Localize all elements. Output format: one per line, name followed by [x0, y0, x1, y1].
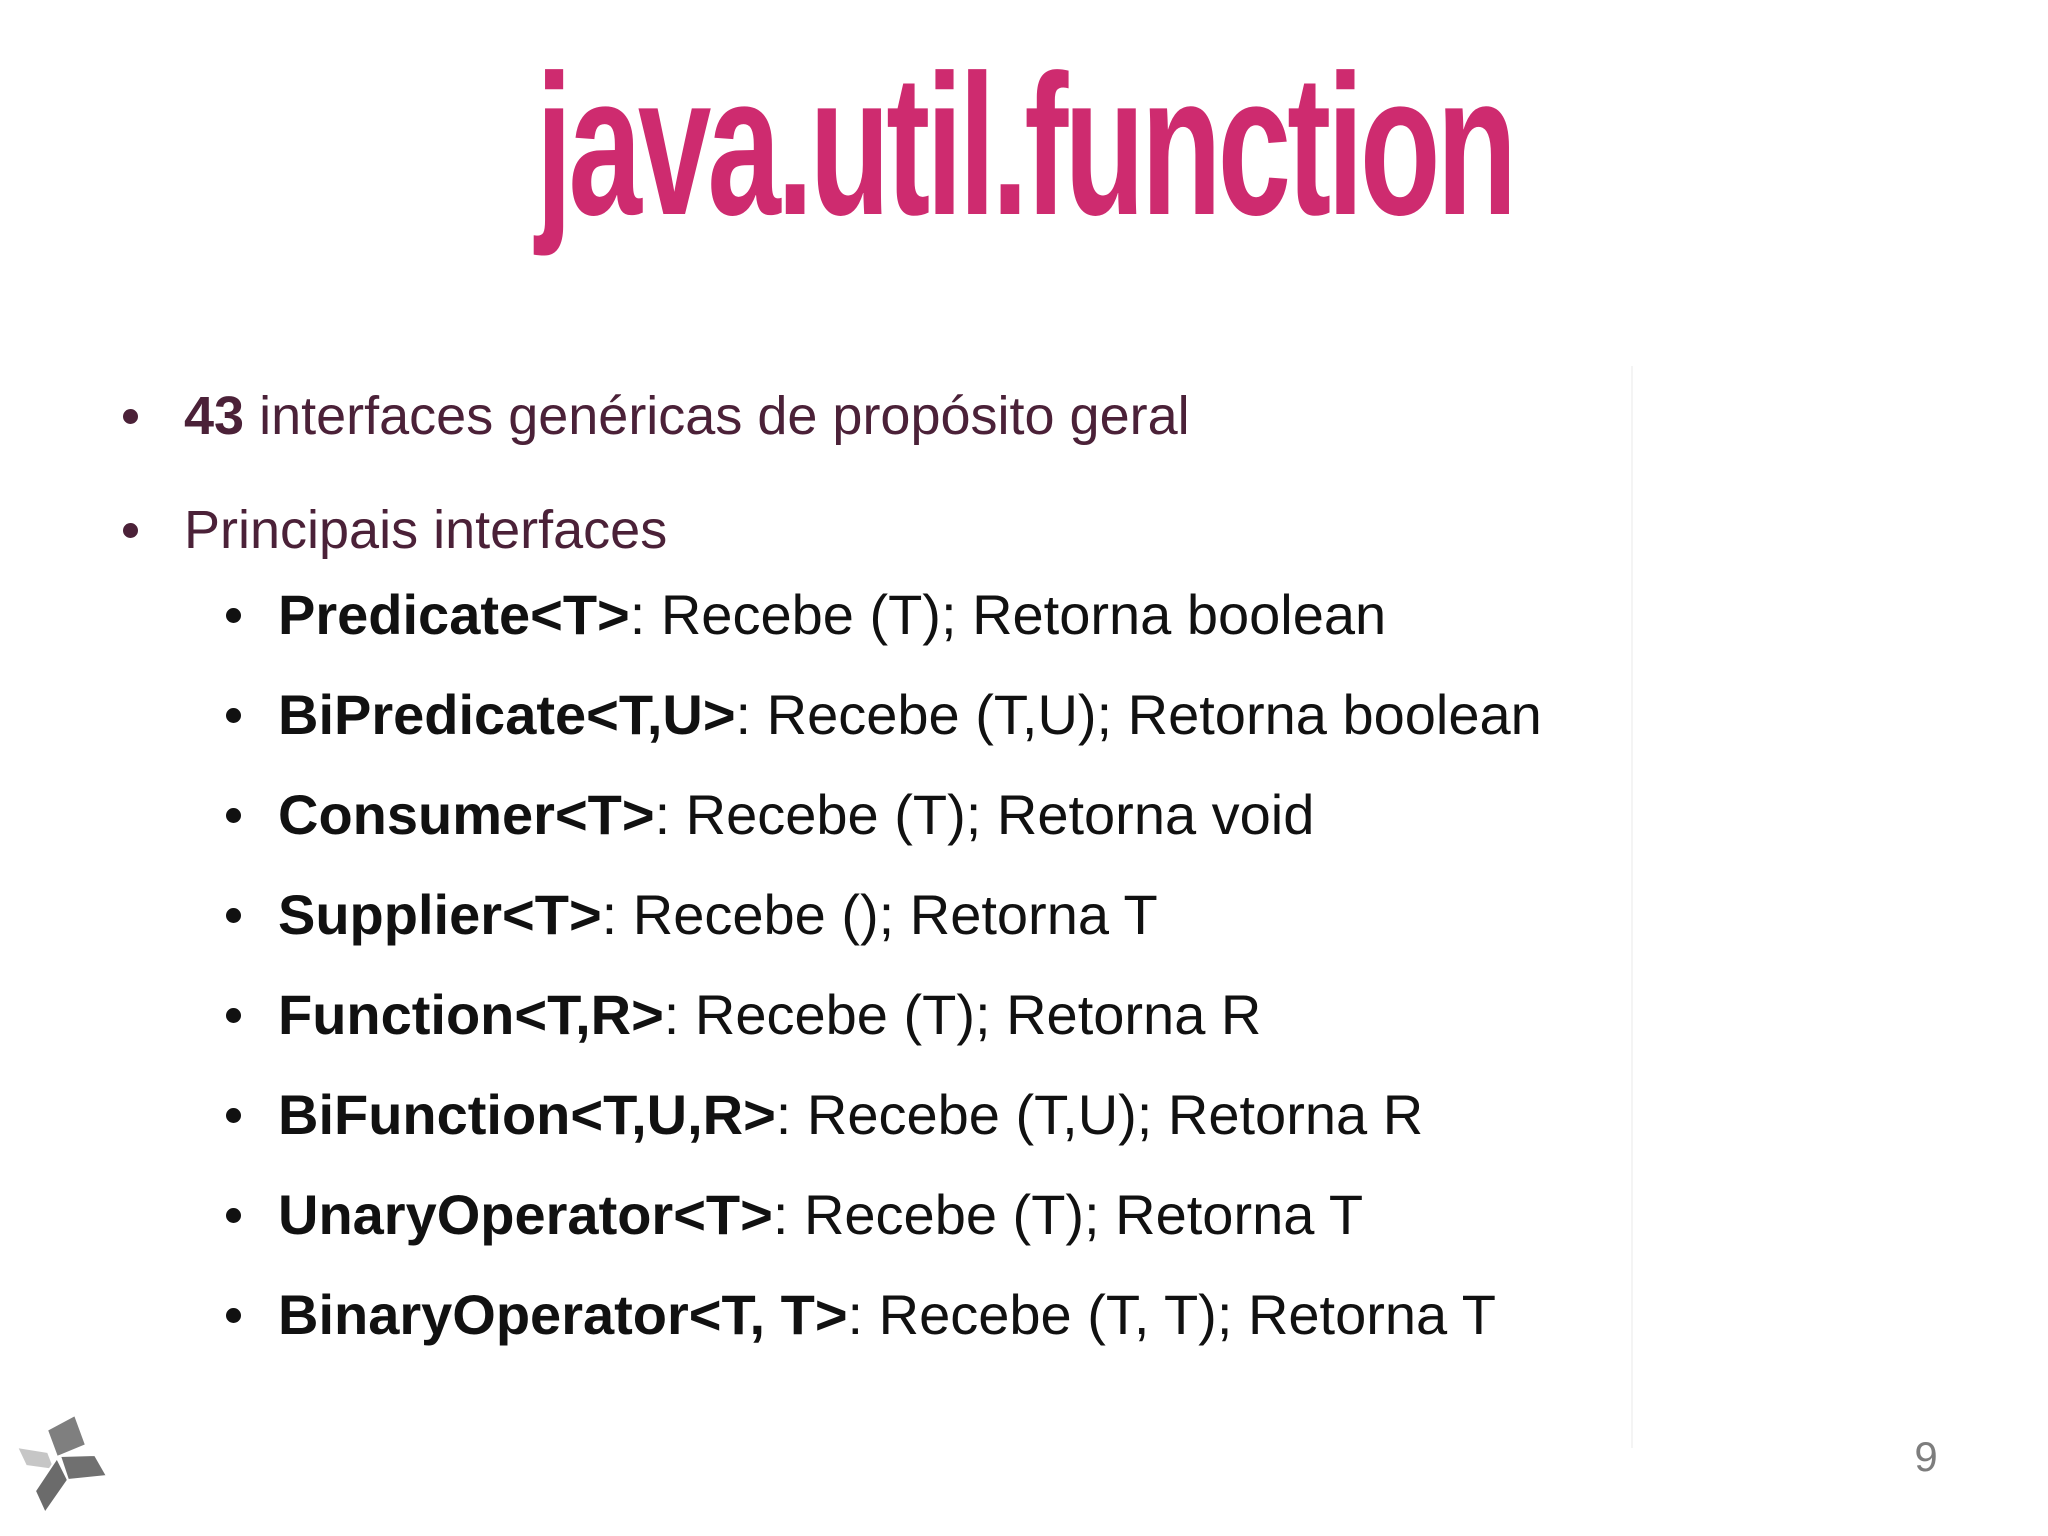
list-item: BiFunction<T,U,R>: Recebe (T,U); Retorna… — [226, 1065, 1542, 1165]
bullet-text-rest: interfaces genéricas de propósito geral — [244, 386, 1190, 446]
list-item: Function<T,R>: Recebe (T); Retorna R — [226, 965, 1542, 1065]
page-number: 9 — [1914, 1433, 1938, 1480]
bullet-text: Principais interfaces — [184, 503, 667, 557]
bullet-icon — [226, 607, 241, 623]
interface-line: Consumer<T>: Recebe (T); Retorna void — [278, 787, 1314, 843]
interface-name: BiPredicate<T,U> — [278, 683, 736, 746]
list-item: 43 interfaces genéricas de propósito ger… — [120, 376, 1190, 456]
list-item: Supplier<T>: Recebe (); Retorna T — [226, 865, 1542, 965]
interface-line: Supplier<T>: Recebe (); Retorna T — [278, 887, 1158, 943]
bullet-icon — [226, 907, 241, 923]
list-item: UnaryOperator<T>: Recebe (T); Retorna T — [226, 1165, 1542, 1265]
interface-name: Supplier<T> — [278, 883, 602, 946]
interface-desc: : Recebe (T); Retorna boolean — [629, 583, 1387, 646]
interface-desc: : Recebe (T,U); Retorna R — [775, 1083, 1424, 1146]
interface-line: UnaryOperator<T>: Recebe (T); Retorna T — [278, 1187, 1363, 1243]
bullet-text-bold: 43 — [184, 386, 245, 446]
list-item: Consumer<T>: Recebe (T); Retorna void — [226, 765, 1542, 865]
interface-name: Function<T,R> — [278, 983, 664, 1046]
interface-desc: : Recebe (T); Retorna R — [663, 983, 1262, 1046]
interface-name: BinaryOperator<T, T> — [278, 1283, 848, 1346]
bullet-list-level1: 43 interfaces genéricas de propósito ger… — [120, 376, 1190, 570]
interface-line: BinaryOperator<T, T>: Recebe (T, T); Ret… — [278, 1287, 1496, 1343]
interface-name: Predicate<T> — [278, 583, 630, 646]
interface-line: BiFunction<T,U,R>: Recebe (T,U); Retorna… — [278, 1087, 1423, 1143]
interface-desc: : Recebe (T, T); Retorna T — [847, 1283, 1496, 1346]
bullet-icon — [226, 807, 241, 823]
interface-desc: : Recebe (T,U); Retorna boolean — [735, 683, 1542, 746]
bullet-icon — [226, 1107, 241, 1123]
bullet-list-level2: Predicate<T>: Recebe (T); Retorna boolea… — [226, 565, 1542, 1365]
interface-line: BiPredicate<T,U>: Recebe (T,U); Retorna … — [278, 687, 1542, 743]
list-item: BiPredicate<T,U>: Recebe (T,U); Retorna … — [226, 665, 1542, 765]
list-item: BinaryOperator<T, T>: Recebe (T, T); Ret… — [226, 1265, 1542, 1365]
bullet-text-rest: Principais interfaces — [184, 500, 668, 560]
bullet-icon — [226, 1307, 241, 1323]
page-title: java.util.function — [535, 34, 1516, 257]
interface-line: Predicate<T>: Recebe (T); Retorna boolea… — [278, 587, 1386, 643]
interface-name: Consumer<T> — [278, 783, 655, 846]
bullet-icon — [226, 1207, 241, 1223]
bullet-icon — [123, 522, 138, 538]
bullet-icon — [123, 408, 138, 424]
bullet-text: 43 interfaces genéricas de propósito ger… — [184, 389, 1190, 443]
interface-desc: : Recebe (); Retorna T — [601, 883, 1158, 946]
title-wrap: java.util.function — [0, 46, 2048, 246]
interface-name: UnaryOperator<T> — [278, 1183, 773, 1246]
pinwheel-logo-icon — [15, 1413, 109, 1516]
interface-desc: : Recebe (T); Retorna T — [772, 1183, 1364, 1246]
list-item: Principais interfaces — [120, 490, 1190, 570]
list-item: Predicate<T>: Recebe (T); Retorna boolea… — [226, 565, 1542, 665]
interface-line: Function<T,R>: Recebe (T); Retorna R — [278, 987, 1261, 1043]
textbox-edge-line — [1631, 366, 1633, 1448]
bullet-icon — [226, 1007, 241, 1023]
interface-desc: : Recebe (T); Retorna void — [654, 783, 1315, 846]
bullet-icon — [226, 707, 241, 723]
interface-name: BiFunction<T,U,R> — [278, 1083, 776, 1146]
